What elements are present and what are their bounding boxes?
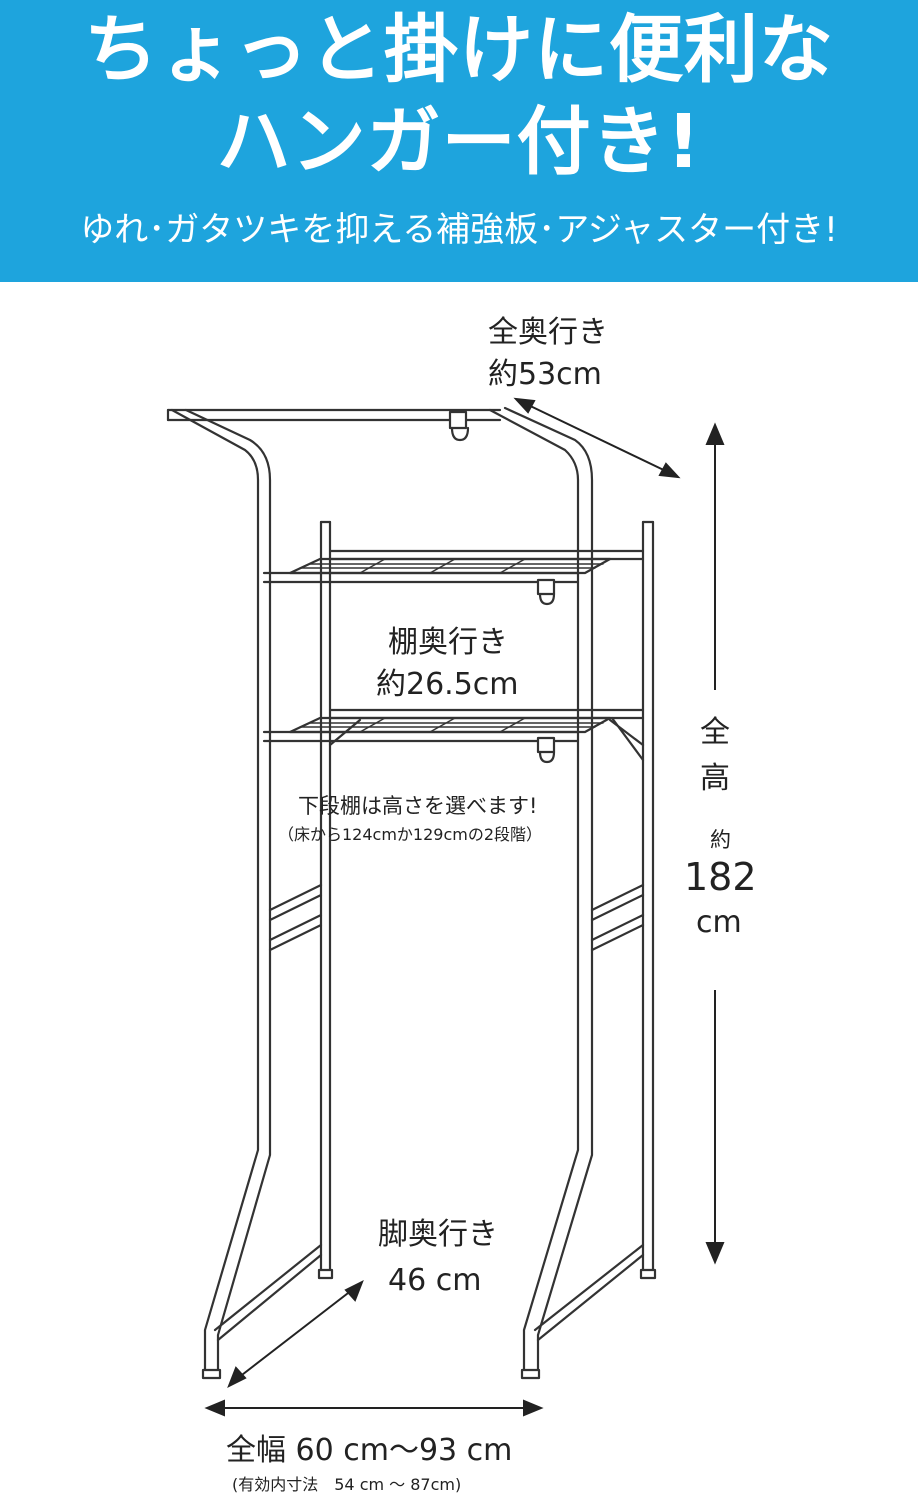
width-title: 全幅 60 cm～93 cm	[226, 1433, 513, 1468]
right-side-braces	[590, 883, 645, 952]
lower-shelf-note: 下段棚は高さを選べます!	[298, 794, 538, 818]
leg-depth-arrow	[227, 1279, 364, 1389]
rack-diagram	[166, 397, 725, 1417]
banner-title-line2: ハンガー付き!	[216, 99, 702, 185]
right-front-leg	[488, 406, 594, 1380]
left-side-braces	[268, 883, 323, 952]
height-arrow-lower	[705, 990, 725, 1265]
height-approx: 約	[710, 828, 731, 852]
banner-title-line1: ちょっと掛けに便利な	[84, 7, 834, 93]
width-arrow	[204, 1399, 544, 1417]
top-depth-arrow	[513, 397, 681, 479]
height-arrow-upper	[705, 422, 725, 690]
shelf-depth-title: 棚奥行き	[388, 625, 508, 660]
height-label-char2: 高	[700, 761, 730, 796]
hanger-clip	[448, 410, 470, 442]
upper-shelf	[262, 549, 645, 606]
height-value: 182	[684, 855, 757, 899]
top-depth-title: 全奥行き	[488, 315, 608, 350]
banner-subtitle: ゆれ･ガタツキを抑える補強板･アジャスター付き!	[80, 210, 838, 250]
hanger-bar	[166, 408, 502, 422]
header-banner: ちょっと掛けに便利な ハンガー付き! ゆれ･ガタツキを抑える補強板･アジャスター…	[0, 0, 918, 282]
lower-leg-braces	[213, 1243, 645, 1342]
leg-depth-title: 脚奥行き	[378, 1217, 498, 1252]
top-depth-value: 約53cm	[488, 357, 602, 392]
lower-shelf	[262, 708, 645, 764]
left-back-post	[317, 520, 334, 1280]
right-back-post	[639, 520, 657, 1280]
height-unit: cm	[696, 905, 742, 940]
shelf-depth-value: 約26.5cm	[376, 667, 519, 702]
lower-shelf-detail: （床から124cmか129cmの2段階）	[278, 825, 543, 844]
width-inner: (有効内寸法 54 cm ～ 87cm)	[232, 1475, 462, 1494]
height-label-char1: 全	[700, 715, 730, 750]
leg-depth-value: 46 cm	[388, 1263, 482, 1298]
left-front-leg	[170, 408, 272, 1380]
